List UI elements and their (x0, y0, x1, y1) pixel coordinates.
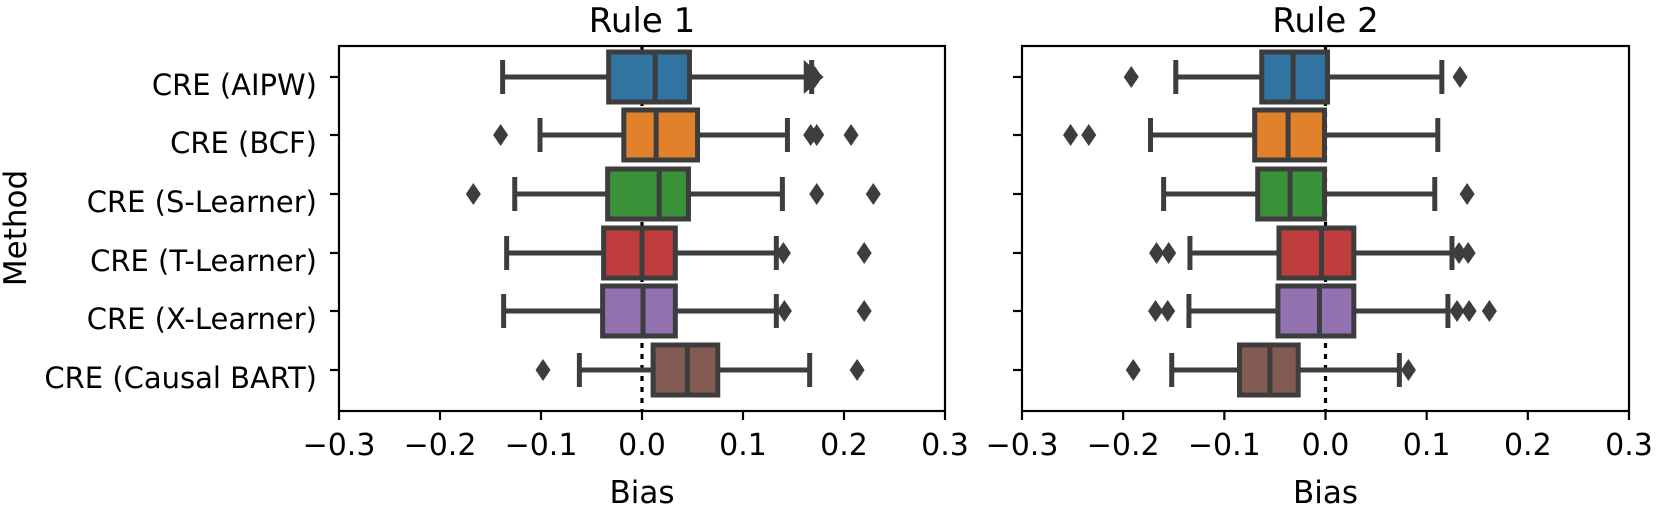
flier-2-0 (1459, 183, 1475, 205)
panel-title-0: Rule 1 (589, 1, 695, 41)
x-tick-label-0-5: 0.2 (820, 428, 868, 463)
box-3 (601, 225, 678, 281)
x-tick-label-1-6: 0.3 (1605, 428, 1653, 463)
x-tick-label-0-1: −0.2 (404, 428, 477, 463)
y-tick-label-2: CRE (S-Learner) (87, 185, 317, 219)
panel-title-1: Rule 2 (1272, 1, 1378, 41)
flier-5-1 (1400, 359, 1416, 381)
flier-2-1 (809, 183, 825, 205)
flier-4-0 (1148, 300, 1164, 322)
x-tick-label-0-2: −0.1 (505, 428, 578, 463)
boxplot-0-0[interactable] (500, 49, 823, 105)
boxplot-1-5[interactable] (1125, 342, 1416, 398)
flier-4-2 (1449, 300, 1465, 322)
boxplot-0-5[interactable] (535, 342, 865, 398)
x-tick-label-1-3: 0.0 (1302, 428, 1350, 463)
flier-4-3 (1461, 300, 1477, 322)
x-tick-label-1-4: 0.1 (1403, 428, 1451, 463)
y-tick-label-5: CRE (Causal BART) (44, 361, 317, 395)
flier-3-3 (1460, 242, 1476, 264)
box-1 (621, 107, 701, 163)
flier-0-0 (1123, 66, 1139, 88)
flier-2-0 (465, 183, 481, 205)
boxplot-0-4[interactable] (501, 283, 872, 339)
y-tick-label-0: CRE (AIPW) (152, 68, 317, 102)
flier-3-0 (1149, 242, 1165, 264)
x-tick-label-1-5: 0.2 (1504, 428, 1552, 463)
flier-4-0 (776, 300, 792, 322)
flier-1-3 (843, 124, 859, 146)
flier-5-0 (535, 359, 551, 381)
boxplot-1-4[interactable] (1148, 283, 1497, 339)
boxplot-0-3[interactable] (504, 225, 872, 281)
flier-arrow-rule1-aipw (803, 60, 824, 94)
boxplot-1-3[interactable] (1149, 225, 1476, 281)
x-tick-label-1-1: −0.2 (1087, 428, 1160, 463)
flier-3-1 (1161, 242, 1177, 264)
x-tick-label-0-4: 0.1 (719, 428, 767, 463)
x-tick-label-1-2: −0.1 (1188, 428, 1261, 463)
y-tick-label-1: CRE (BCF) (170, 126, 317, 160)
boxplot-1-1[interactable] (1063, 107, 1441, 163)
x-axis-title-1: Bias (1293, 475, 1358, 511)
box-0 (606, 49, 692, 105)
x-tick-label-0-0: −0.3 (303, 428, 376, 463)
flier-3-0 (775, 242, 791, 264)
flier-2-2 (865, 183, 881, 205)
boxplot-0-1[interactable] (493, 107, 859, 163)
boxplot-1-2[interactable] (1161, 166, 1475, 222)
flier-1-0 (493, 124, 509, 146)
flier-1-0 (1063, 124, 1079, 146)
box-2 (605, 166, 691, 222)
boxplot-0-2[interactable] (465, 166, 881, 222)
x-tick-label-0-6: 0.3 (921, 428, 969, 463)
boxplot-1-0[interactable] (1123, 49, 1468, 105)
flier-1-1 (1081, 124, 1097, 146)
flier-4-1 (1160, 300, 1176, 322)
flier-5-1 (849, 359, 865, 381)
x-tick-label-0-3: 0.0 (618, 428, 666, 463)
flier-5-0 (1125, 359, 1141, 381)
flier-3-1 (856, 242, 872, 264)
box-4 (600, 283, 678, 339)
y-tick-label-4: CRE (X-Learner) (87, 302, 317, 336)
x-tick-label-1-0: −0.3 (986, 428, 1059, 463)
flier-0-1 (1452, 66, 1468, 88)
x-axis-title-0: Bias (609, 475, 674, 511)
flier-4-4 (1481, 300, 1497, 322)
y-axis-title: Method (0, 170, 34, 286)
box-3 (1276, 225, 1357, 281)
flier-1-2 (809, 124, 825, 146)
y-tick-label-3: CRE (T-Learner) (90, 244, 317, 278)
flier-3-2 (1451, 242, 1467, 264)
box-4 (1275, 283, 1357, 339)
flier-4-1 (856, 300, 872, 322)
